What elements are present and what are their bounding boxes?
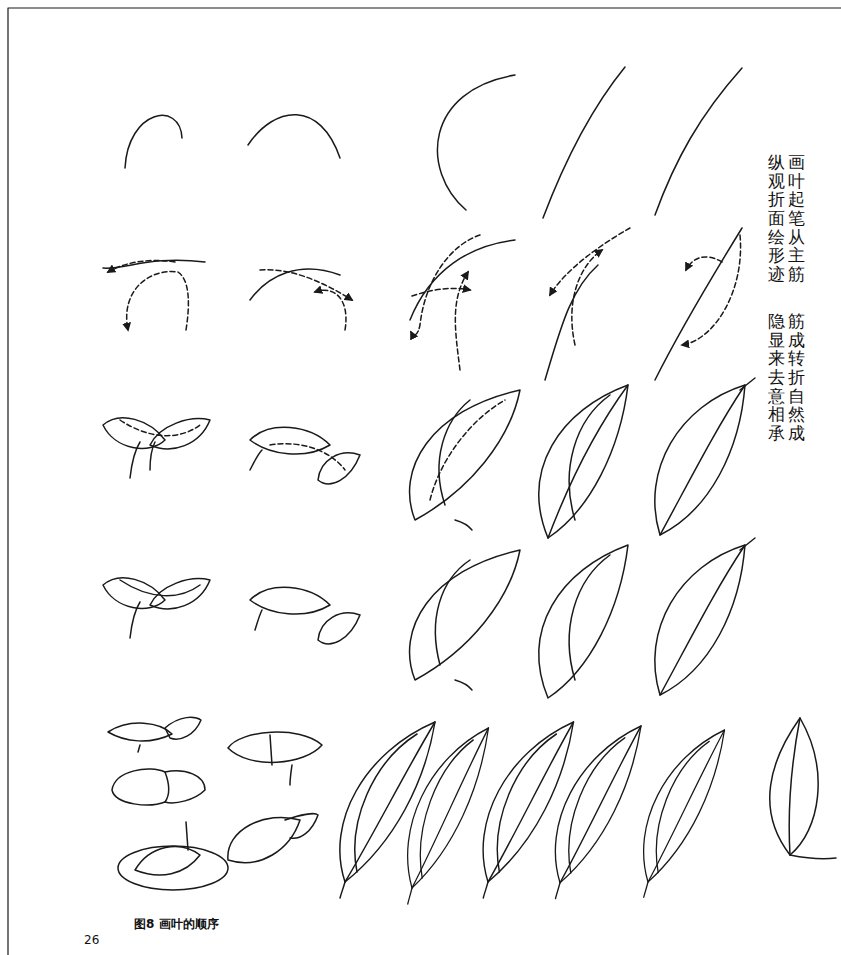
leaf-stroke <box>655 228 742 380</box>
leaf-stroke <box>118 846 228 890</box>
leaf-stroke <box>740 538 755 550</box>
leaf-stroke <box>165 717 201 739</box>
leaf-stroke <box>248 115 340 158</box>
leaf-stroke <box>412 288 470 296</box>
leaf-stroke <box>655 545 745 695</box>
leaf-stroke <box>318 613 360 644</box>
leaf-stroke <box>655 68 742 215</box>
leaf-stroke <box>290 765 292 785</box>
leaf-stroke <box>555 726 641 898</box>
leaf-stroke <box>539 545 628 698</box>
row-4-leaves <box>103 538 755 698</box>
leaf-stroke <box>108 260 175 272</box>
leaf-stroke <box>644 730 725 897</box>
verse-column: 隐显来去意相承 <box>768 312 785 443</box>
leaf-stroke <box>572 250 602 345</box>
leaf-stroke <box>250 450 262 470</box>
leaf-stroke <box>770 718 818 855</box>
row-2-solid <box>103 228 742 380</box>
verse-column: 画叶起笔从主筋 <box>788 153 805 284</box>
row-3-leaves <box>103 378 755 538</box>
leaf-stroke <box>483 722 573 898</box>
leaf-stroke <box>439 400 470 505</box>
leaf-stroke <box>789 718 800 855</box>
leaf-stroke <box>437 75 515 210</box>
leaf-stroke <box>543 67 625 218</box>
leaf-stroke <box>150 442 155 470</box>
leaf-stroke <box>270 444 345 470</box>
row-5-small-leaves <box>108 717 322 890</box>
leaf-stroke <box>410 550 520 680</box>
leaf-stroke <box>569 555 610 680</box>
leaf-stroke <box>790 855 836 859</box>
leaf-stroke <box>228 732 322 762</box>
row-1-strokes <box>125 67 742 218</box>
leaf-stroke <box>660 545 745 695</box>
leaf-stroke <box>430 400 505 500</box>
leaf-stroke <box>315 290 346 330</box>
leaf-stroke <box>103 578 210 638</box>
leaf-stroke <box>548 385 628 538</box>
leaf-stroke <box>135 847 200 875</box>
leaf-stroke <box>569 395 610 520</box>
leaf-stroke <box>410 390 520 520</box>
leaf-stroke <box>455 520 472 530</box>
leaf-stroke <box>127 272 189 330</box>
leaf-stroke <box>545 265 598 380</box>
verse-column: 筋成转折自然成 <box>788 312 805 443</box>
leaf-stroke <box>112 769 205 805</box>
leaf-stroke <box>165 772 169 802</box>
figure-caption: 图8 画叶的顺序 <box>134 916 219 933</box>
page-frame <box>8 8 841 955</box>
leaf-stroke <box>120 420 200 436</box>
page-number: 26 <box>84 933 99 947</box>
leaf-stroke <box>255 610 262 630</box>
leaf-stroke <box>270 735 272 765</box>
leaf-stroke <box>655 385 745 535</box>
leaf-stroke <box>318 453 360 484</box>
leaf-stroke <box>660 385 745 535</box>
row-5-tall-leaves <box>340 718 836 904</box>
verse-column: 纵观折面绘形迹 <box>768 153 785 284</box>
leaf-stroke <box>103 418 210 478</box>
leaf-stroke <box>740 378 755 390</box>
leaf-stroke <box>455 272 468 370</box>
leaf-stroke <box>108 723 172 741</box>
leaf-stroke <box>125 115 182 168</box>
leaf-stroke <box>186 822 188 850</box>
leaf-stroke <box>228 817 300 862</box>
leaf-stroke <box>682 235 741 345</box>
leaf-stroke <box>435 560 470 665</box>
leaf-stroke <box>120 580 200 596</box>
leaf-stroke <box>138 745 140 752</box>
row-3-hidden-lines <box>120 400 505 500</box>
leaf-stroke <box>408 728 489 904</box>
leaf-stroke <box>411 235 480 335</box>
leaf-stroke <box>686 257 722 270</box>
row-2-dashed-arrows <box>108 228 741 370</box>
leaf-stroke <box>455 680 472 690</box>
leaf-stroke <box>410 240 515 320</box>
leaf-stroke <box>285 814 318 838</box>
leaf-stroke <box>539 385 628 538</box>
leaf-stroke <box>8 8 841 955</box>
